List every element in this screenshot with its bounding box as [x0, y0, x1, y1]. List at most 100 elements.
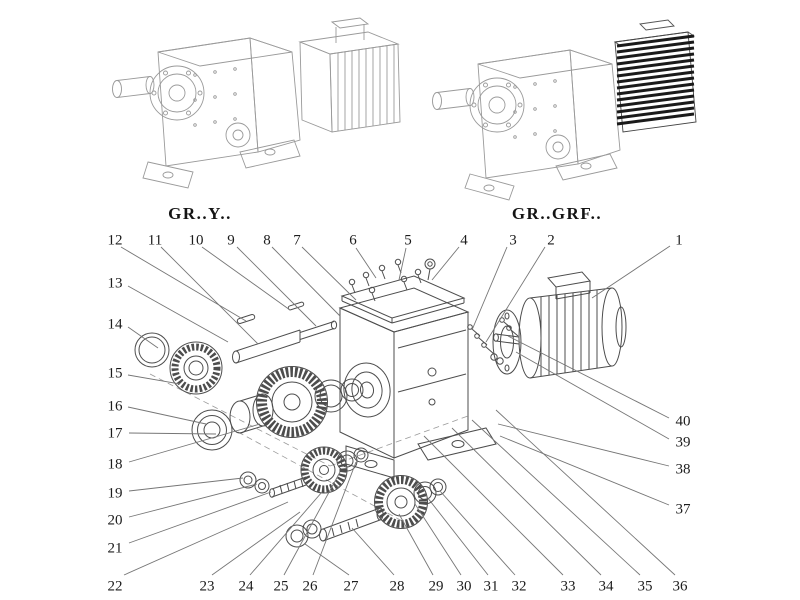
callout-25: 25 [274, 578, 289, 594]
leader-line-14 [127, 326, 159, 349]
leader-line-23 [211, 511, 301, 576]
exploded-view [134, 258, 627, 548]
eye-bolt [424, 258, 436, 281]
callout-22: 22 [108, 578, 123, 594]
leader-line-5 [398, 247, 407, 281]
callout-5: 5 [404, 232, 412, 248]
gearbox-housing [338, 287, 497, 479]
motor-left-unit [298, 17, 401, 133]
callout-11: 11 [148, 232, 162, 248]
output-shaft-assembly [285, 475, 447, 548]
leader-line-22 [123, 501, 289, 576]
leader-line-26 [312, 461, 357, 576]
callout-3: 3 [509, 232, 517, 248]
callout-34: 34 [599, 578, 615, 594]
callout-15: 15 [108, 365, 123, 381]
leader-line-27 [304, 543, 350, 576]
motor [493, 271, 627, 379]
callout-8: 8 [263, 232, 271, 248]
leader-line-3 [471, 246, 508, 331]
callout-40: 40 [676, 413, 691, 429]
seal-ring [134, 332, 170, 368]
main-gear [256, 366, 328, 438]
callout-24: 24 [239, 578, 255, 594]
assembly-guide-lines [149, 373, 469, 523]
callout-10: 10 [189, 232, 204, 248]
assembled-unit-left [112, 17, 401, 189]
callout-20: 20 [108, 512, 123, 528]
leader-line-8 [271, 246, 341, 317]
leader-line-6 [355, 247, 377, 279]
bearing-cover-right-unit [469, 77, 525, 133]
leader-line-7 [301, 246, 357, 301]
callout-21: 21 [108, 540, 123, 556]
leader-line-18 [128, 423, 261, 463]
leader-line-35 [471, 419, 641, 576]
callout-36: 36 [673, 578, 689, 594]
leader-line-16 [127, 406, 207, 425]
leader-line-17 [128, 432, 217, 435]
leader-line-33 [423, 435, 564, 576]
callout-28: 28 [390, 578, 405, 594]
mounting-feet-left-unit [142, 139, 301, 189]
leader-line-29 [398, 513, 434, 576]
leader-line-20 [128, 483, 258, 518]
callout-37: 37 [676, 501, 692, 517]
intermediate-gear-set [239, 446, 369, 498]
leader-line-19 [128, 477, 244, 492]
leader-line-39 [515, 351, 670, 440]
callout-31: 31 [484, 578, 499, 594]
callout-18: 18 [108, 456, 123, 472]
callout-17: 17 [108, 425, 124, 441]
callout-23: 23 [200, 578, 215, 594]
callout-33: 33 [561, 578, 576, 594]
callout-7: 7 [293, 232, 301, 248]
callout-4: 4 [460, 232, 468, 248]
cover-screws [348, 258, 422, 302]
leader-line-38 [497, 423, 670, 467]
leader-line-2 [485, 246, 546, 343]
leader-line-32 [439, 490, 516, 576]
front-bearing [191, 409, 233, 451]
assembled-unit-right [432, 19, 697, 201]
callout-30: 30 [457, 578, 472, 594]
leader-line-4 [431, 246, 460, 281]
leader-line-28 [351, 527, 395, 576]
leader-line-40 [507, 335, 670, 419]
leader-line-1 [591, 245, 671, 299]
callout-29: 29 [429, 578, 444, 594]
callout-6: 6 [349, 232, 357, 248]
leader-line-25 [283, 471, 341, 576]
callout-16: 16 [108, 398, 124, 414]
retaining-ring [340, 378, 364, 402]
leader-line-11 [160, 246, 259, 345]
callout-35: 35 [638, 578, 653, 594]
mid-bearing [314, 379, 348, 413]
leader-line-15 [127, 374, 181, 385]
output-shaft-left-unit [112, 76, 155, 98]
callout-38: 38 [676, 461, 691, 477]
leader-line-13 [127, 285, 229, 343]
input-shaft [232, 320, 338, 364]
gear-housing-left-unit [157, 37, 301, 167]
model-label-left: GR..Y.. [168, 204, 232, 223]
callout-2: 2 [547, 232, 555, 248]
callout-12: 12 [108, 232, 123, 248]
leader-line-31 [426, 496, 489, 576]
model-label-right: GR..GRF.. [512, 204, 602, 223]
bearing-cover-left-unit [149, 65, 205, 121]
leader-line-9 [236, 246, 317, 327]
finned-motor-right-unit [613, 19, 697, 133]
callout-13: 13 [108, 275, 123, 291]
shaft-keys [236, 301, 305, 325]
leader-line-24 [249, 491, 323, 576]
callout-39: 39 [676, 434, 691, 450]
leader-line-30 [414, 503, 462, 576]
output-shaft-right-unit [432, 88, 475, 110]
housing-cover [340, 275, 466, 324]
gear-housing-right-unit [477, 49, 621, 179]
callout-19: 19 [108, 485, 123, 501]
